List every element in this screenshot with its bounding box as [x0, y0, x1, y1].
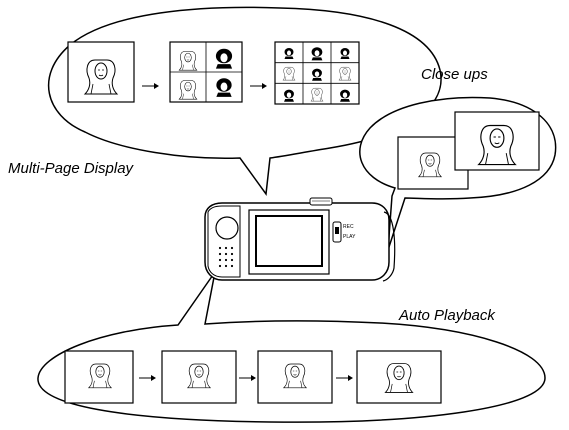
four-up-frame: [169, 41, 243, 103]
close-ups-label: Close ups: [421, 66, 488, 83]
multi-page-display-label: Multi-Page Display: [8, 160, 134, 177]
zoomed-frame: [454, 111, 540, 171]
play-label: PLAY: [343, 234, 356, 240]
auto-playback-bubble: [37, 271, 546, 423]
rec-label: REC: [343, 224, 354, 230]
nine-up-frame: [274, 41, 360, 105]
digital-camera: REC PLAY: [204, 197, 396, 282]
lcd-screen: [255, 215, 323, 267]
lens-icon: [215, 216, 239, 240]
close-ups-bubble: [359, 96, 557, 251]
speaker-grille: [218, 246, 234, 268]
single-frame: [67, 41, 135, 103]
multi-page-bubble: [47, 6, 442, 197]
auto-playback-label: Auto Playback: [399, 307, 495, 324]
